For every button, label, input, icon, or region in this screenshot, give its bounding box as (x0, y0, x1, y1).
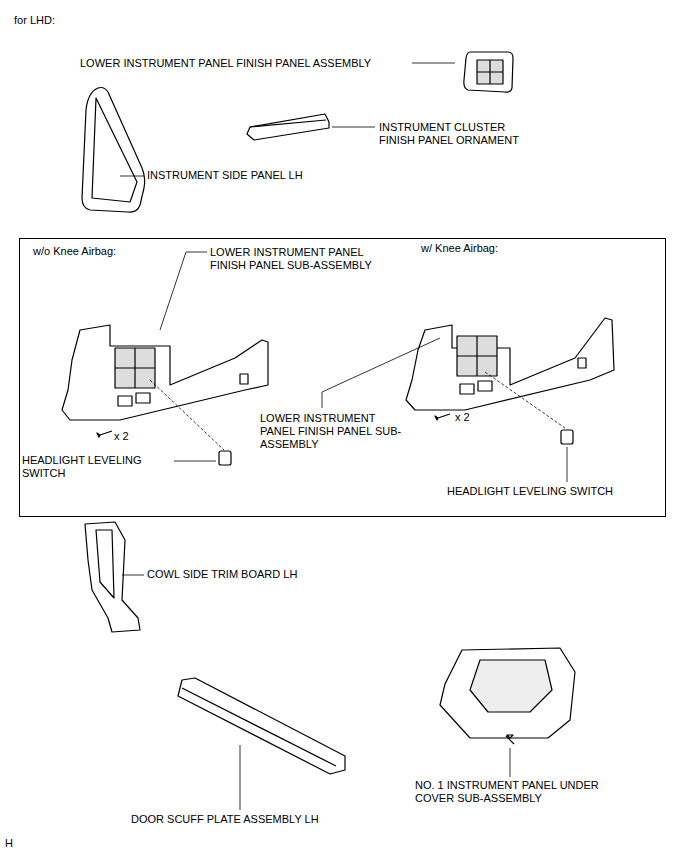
clip (578, 358, 586, 368)
ornament-edge (250, 120, 326, 127)
part-name: for LHD: (14, 14, 134, 27)
screw (435, 414, 450, 420)
part-name: H (5, 837, 25, 850)
part-name: x 2 (114, 430, 154, 443)
ornament (247, 114, 329, 140)
switch-block (115, 348, 155, 388)
part-name: LOWER INSTRUMENT PANEL FINISH PANEL ASSE… (80, 57, 410, 70)
lower-panel (406, 318, 614, 410)
variant-heading: w/o Knee Airbag: (33, 245, 116, 258)
leader-line (120, 176, 144, 177)
dashed-line (150, 380, 224, 450)
switch-block-lines (115, 348, 155, 388)
leader-line (322, 338, 440, 408)
variant-box: w/o Knee Airbag: w/ Knee Airbag: (19, 238, 666, 517)
screw (506, 735, 514, 744)
part-name: HEADLIGHT LEVELING SWITCH (447, 485, 647, 498)
switch-grid-lines (477, 60, 503, 84)
cowl-trim (85, 522, 140, 632)
part-name: NO. 1 INSTRUMENT PANEL UNDER COVER SUB-A… (415, 779, 635, 805)
headlight-switch (219, 451, 231, 465)
under-cover-inner (470, 660, 552, 712)
leader-line (332, 127, 375, 128)
cowl-trim-inner (96, 530, 114, 598)
leader-line (160, 252, 207, 330)
clip (240, 374, 248, 384)
part-name: HEADLIGHT LEVELING SWITCH (22, 454, 172, 480)
scuff-plate (178, 678, 345, 774)
part-name: INSTRUMENT CLUSTER FINISH PANEL ORNAMENT (379, 121, 539, 147)
leader-line (174, 461, 216, 462)
lower-panel (62, 325, 268, 420)
finish-panel (464, 52, 513, 92)
part-name: x 2 (455, 411, 495, 424)
switch (136, 393, 150, 403)
leader-line (567, 447, 568, 482)
scuff-plate-edge (182, 688, 336, 766)
headlight-switch (561, 430, 573, 444)
switch (118, 396, 132, 406)
part-name: LOWER INSTRUMENT PANEL FINISH PANEL SUB-… (210, 246, 400, 272)
switch-grid (477, 60, 503, 84)
switch-block (457, 336, 497, 376)
leader-line (510, 748, 511, 777)
leader-line (412, 63, 455, 64)
under-cover (440, 648, 575, 738)
leader-line (122, 575, 144, 576)
switch (478, 381, 492, 391)
part-name: INSTRUMENT SIDE PANEL LH (147, 169, 347, 182)
side-panel (82, 88, 145, 213)
switch (460, 384, 474, 394)
part-name: DOOR SCUFF PLATE ASSEMBLY LH (131, 813, 371, 826)
part-name: COWL SIDE TRIM BOARD LH (147, 568, 347, 581)
leader-line (240, 745, 241, 810)
switch-block-lines (457, 336, 497, 376)
screw (97, 431, 112, 437)
dashed-line (485, 372, 565, 428)
side-panel-inner (92, 98, 137, 202)
part-name: LOWER INSTRUMENT PANEL FINISH PANEL SUB-… (260, 412, 405, 451)
variant-heading: w/ Knee Airbag: (421, 242, 498, 255)
